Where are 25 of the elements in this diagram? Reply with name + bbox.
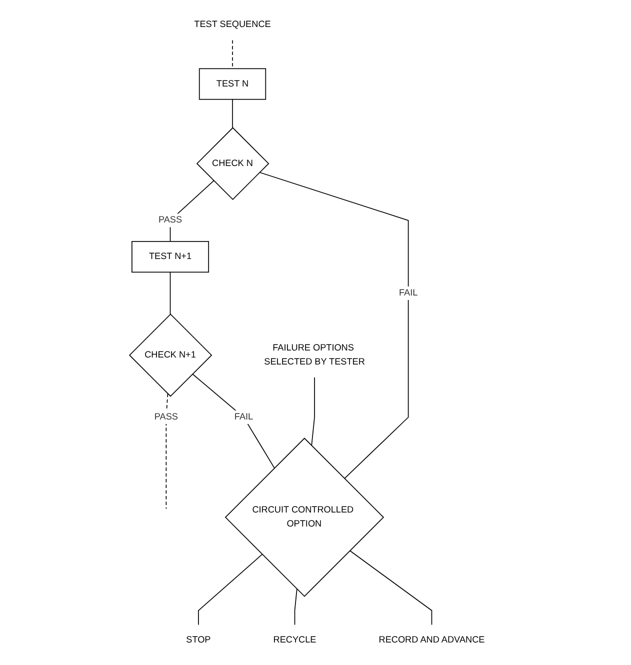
connector [311, 376, 315, 446]
edge-label: FAIL [398, 288, 418, 298]
connector [349, 550, 432, 626]
node-diamond: CHECK N+1 [128, 314, 212, 397]
connector [294, 588, 298, 626]
node-text: FAILURE OPTIONS SELECTED BY TESTER [264, 343, 365, 367]
node-box: TEST N [198, 68, 266, 100]
node-text: TEST SEQUENCE [194, 20, 271, 30]
node-text: STOP [186, 634, 211, 645]
edge-label: FAIL [234, 412, 253, 422]
connector [198, 554, 262, 626]
node-diamond: CIRCUIT CONTROLLED OPTION [224, 438, 384, 597]
connector [232, 98, 233, 128]
connector [166, 393, 168, 510]
node-text: RECORD AND ADVANCE [378, 634, 485, 645]
node-diamond: CHECK N [196, 127, 270, 200]
edge-label: PASS [158, 215, 182, 225]
connector [232, 40, 233, 70]
connector [258, 172, 409, 480]
connector [170, 180, 214, 242]
edge-label: PASS [154, 412, 178, 422]
connector [192, 374, 275, 468]
node-text: RECYCLE [273, 634, 316, 645]
node-box: TEST N+1 [131, 241, 209, 273]
connector [170, 272, 171, 315]
